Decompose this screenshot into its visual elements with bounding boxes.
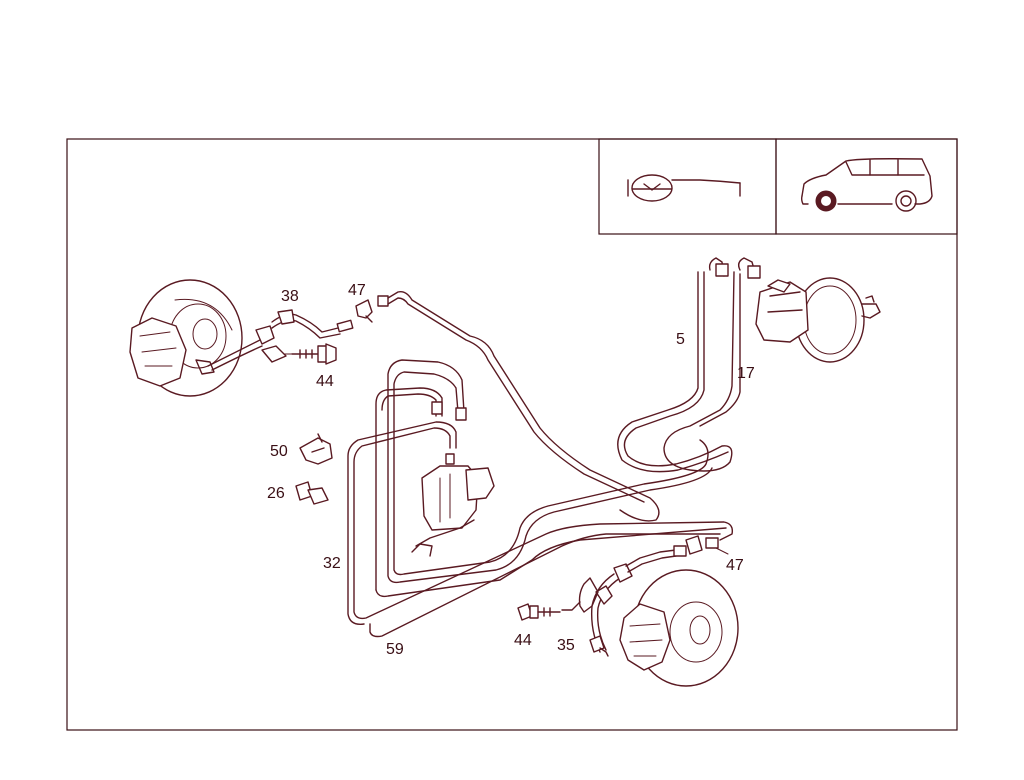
abs-hydraulic-unit bbox=[411, 453, 495, 557]
part-50-bracket bbox=[299, 433, 333, 465]
part-26-clip bbox=[295, 481, 329, 505]
callout-32: 32 bbox=[323, 555, 341, 572]
callout-50: 50 bbox=[270, 443, 288, 460]
callout-35: 35 bbox=[557, 637, 575, 654]
brake-hose-38 bbox=[207, 309, 354, 371]
callout-47-lower: 47 bbox=[726, 557, 744, 574]
vehicle-icon bbox=[800, 158, 933, 212]
callout-17: 17 bbox=[737, 365, 755, 382]
callout-47-top: 47 bbox=[348, 282, 366, 299]
callout-44-lower: 44 bbox=[514, 632, 532, 649]
callout-labels: 38 47 44 50 26 5 17 32 59 47 44 35 bbox=[267, 282, 755, 658]
callout-5: 5 bbox=[676, 331, 685, 348]
brake-lines-5-17 bbox=[617, 257, 761, 473]
callout-38: 38 bbox=[281, 288, 299, 305]
callout-leaders bbox=[283, 353, 729, 555]
front-brake-disc-assembly bbox=[129, 279, 243, 397]
brake-hose-35 bbox=[561, 545, 687, 657]
brake-line-front-to-master bbox=[377, 290, 660, 522]
callout-26: 26 bbox=[267, 485, 285, 502]
clip-47-top bbox=[355, 299, 373, 323]
header-icon-panel bbox=[598, 138, 958, 235]
rear-brake-disc-assembly bbox=[619, 569, 739, 687]
brake-lines-32-59 bbox=[347, 359, 734, 638]
bolt-44-lower bbox=[517, 603, 561, 621]
brake-master-cylinder-booster bbox=[755, 277, 881, 363]
bolt-44-top bbox=[291, 343, 337, 365]
callout-44-top: 44 bbox=[316, 373, 334, 390]
callout-59: 59 bbox=[386, 641, 404, 658]
steering-wheel-icon bbox=[627, 174, 741, 202]
diagram-frame bbox=[66, 138, 958, 731]
clip-47-lower bbox=[685, 535, 719, 555]
